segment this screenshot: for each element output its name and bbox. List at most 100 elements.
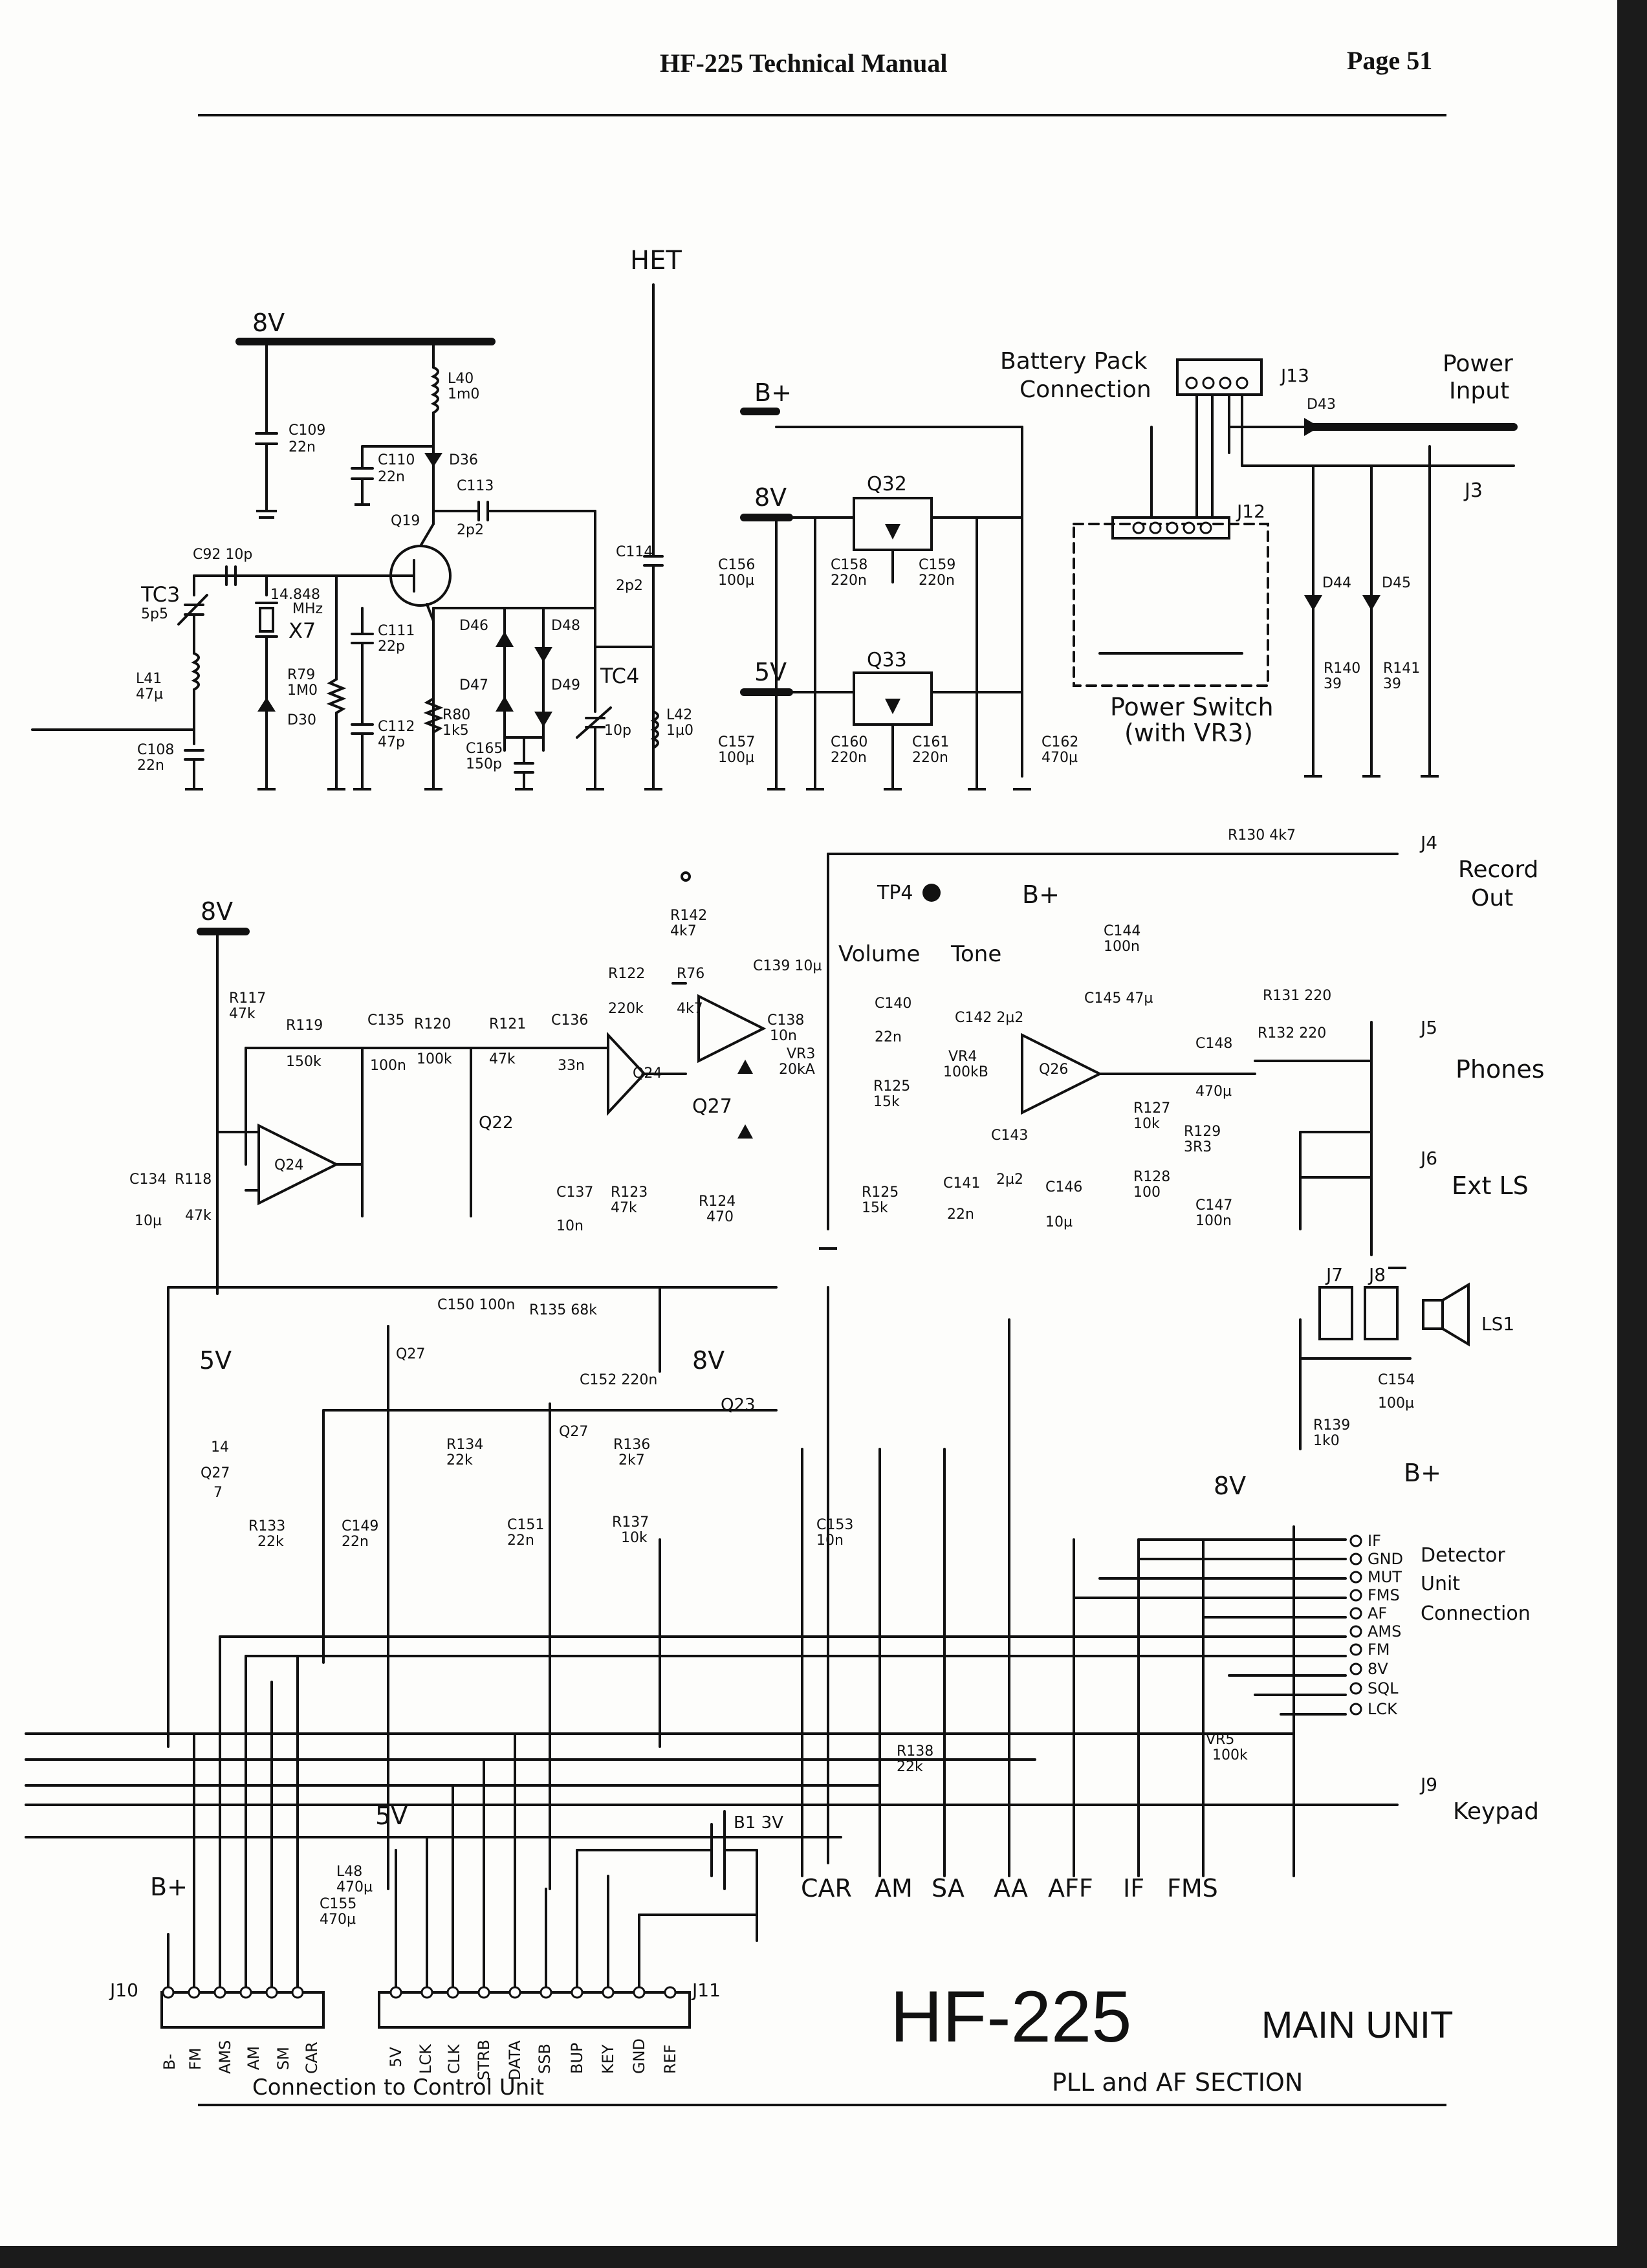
l41-value: 47µ xyxy=(136,686,163,703)
r128-value: 100 xyxy=(1133,1184,1161,1201)
c154-label: C154 xyxy=(1378,1372,1415,1388)
c143-value: 2µ2 xyxy=(996,1172,1023,1188)
l48-label: L48 xyxy=(336,1864,362,1880)
record-out-line2: Out xyxy=(1471,885,1513,911)
c158-label: C158 xyxy=(831,557,867,573)
r122-label: R122 xyxy=(608,966,645,982)
c112-label: C112 xyxy=(378,719,415,735)
c143-label: C143 xyxy=(991,1128,1028,1144)
b1-label: B1 3V xyxy=(734,1813,783,1833)
d48-label: D48 xyxy=(551,618,580,634)
q27-power-label: Q27 xyxy=(201,1465,230,1481)
det-pin-mut: MUT xyxy=(1368,1568,1402,1586)
bus-am: AM xyxy=(875,1874,913,1903)
phones-label: Phones xyxy=(1456,1055,1545,1084)
d47-label: D47 xyxy=(459,677,488,693)
r119-value: 150k xyxy=(286,1054,322,1070)
j4-label: J4 xyxy=(1419,832,1437,853)
r137-label: R137 xyxy=(612,1514,649,1531)
power-switch-line1: Power Switch xyxy=(1110,693,1274,721)
rail-8v-af: 8V xyxy=(201,897,233,926)
bus-sa: SA xyxy=(932,1874,965,1903)
j11-label: J11 xyxy=(691,1979,721,2001)
c114-value: 2p2 xyxy=(616,578,643,594)
r117-value: 47k xyxy=(229,1006,256,1022)
r76-label: R76 xyxy=(677,966,704,982)
j10-pin-fm: FM xyxy=(186,2047,204,2070)
keypad-label: Keypad xyxy=(1453,1798,1539,1825)
r136-label: R136 xyxy=(613,1437,650,1453)
c154-value: 100µ xyxy=(1378,1395,1414,1412)
c112-value: 47p xyxy=(378,734,405,750)
tc3-label: TC3 xyxy=(140,582,180,607)
d36-label: D36 xyxy=(449,452,478,468)
c136-value: 33n xyxy=(558,1058,585,1074)
d30-label: D30 xyxy=(287,712,316,728)
q24b-label: Q24 xyxy=(274,1157,303,1173)
volume-label: Volume xyxy=(838,941,920,967)
c138-label: C138 xyxy=(767,1012,804,1029)
x7-label: X7 xyxy=(289,618,316,643)
manual-title: HF-225 Technical Manual xyxy=(660,49,948,78)
r139-label: R139 xyxy=(1313,1417,1350,1434)
r142-label: R142 xyxy=(670,908,707,924)
c111-label: C111 xyxy=(378,623,415,639)
r79-value: 1M0 xyxy=(287,682,318,699)
tone-label: Tone xyxy=(950,941,1001,967)
l48-value: 470µ xyxy=(336,1879,373,1895)
q27-pin7: 7 xyxy=(213,1485,223,1501)
connection-label: Connection to Control Unit xyxy=(252,2075,544,2100)
vr4-value: 100kB xyxy=(943,1064,988,1080)
rail-8v-detector: 8V xyxy=(1214,1472,1246,1500)
j11-pin-5v: 5V xyxy=(387,2047,405,2067)
c144-value: 100n xyxy=(1104,939,1140,955)
title-sub: MAIN UNIT xyxy=(1261,2004,1453,2046)
power-input-line2: Input xyxy=(1449,378,1509,404)
rail-bplus-ls: B+ xyxy=(1404,1459,1441,1487)
j10-pin-car: CAR xyxy=(303,2042,321,2074)
rail-bplus-af: B+ xyxy=(1022,880,1060,909)
c111-value: 22p xyxy=(378,638,405,655)
vr5-label: VR5 xyxy=(1206,1732,1234,1748)
battery-pack-line2: Connection xyxy=(1020,376,1151,403)
j10-label: J10 xyxy=(109,1979,138,2001)
c140-label: C140 xyxy=(875,996,911,1012)
q27-label-b: Q27 xyxy=(396,1346,425,1362)
q33-label: Q33 xyxy=(867,649,907,671)
j11-pin-bup: BUP xyxy=(568,2042,586,2074)
tp4-label: TP4 xyxy=(877,882,913,904)
rail-5v-left: 5V xyxy=(199,1346,232,1375)
c160-label: C160 xyxy=(831,734,867,750)
rail-8v-q23: 8V xyxy=(692,1346,725,1375)
det-pin-fms: FMS xyxy=(1368,1586,1400,1604)
d43-label: D43 xyxy=(1307,397,1336,413)
c138-value: 10n xyxy=(770,1028,797,1044)
r119-label: R119 xyxy=(286,1018,323,1034)
rail-5v-reg: 5V xyxy=(754,658,787,686)
tc4-label: TC4 xyxy=(600,664,639,688)
j10-pin-sm: SM xyxy=(274,2047,292,2070)
r135-label: R135 68k xyxy=(529,1302,597,1318)
page-number: Page 51 xyxy=(1347,46,1433,75)
c165-label: C165 xyxy=(466,741,503,757)
c161-value: 220n xyxy=(912,750,948,766)
title-main: HF-225 xyxy=(890,1976,1131,2057)
q27-label-c: Q27 xyxy=(559,1424,588,1440)
r125b-value: 15k xyxy=(862,1200,888,1216)
bus-aa: AA xyxy=(994,1874,1028,1903)
c148-value: 470µ xyxy=(1195,1084,1232,1100)
x7-freq: 14.848 xyxy=(270,587,320,603)
l42-value: 1µ0 xyxy=(666,723,693,739)
c108-label: C108 xyxy=(137,742,174,758)
c134-value: 10µ xyxy=(135,1213,162,1229)
q24a-label: Q24 xyxy=(633,1065,662,1082)
c148-label: C148 xyxy=(1195,1036,1232,1052)
tc4-value: 10p xyxy=(604,723,631,739)
j10-pin-ams: AMS xyxy=(216,2040,234,2074)
q27-label-a: Q27 xyxy=(692,1095,732,1118)
r142-value: 4k7 xyxy=(670,923,697,939)
c147-value: 100n xyxy=(1195,1213,1232,1229)
d45-label: D45 xyxy=(1382,575,1411,591)
c147-label: C147 xyxy=(1195,1197,1232,1214)
r141-value: 39 xyxy=(1383,676,1401,692)
